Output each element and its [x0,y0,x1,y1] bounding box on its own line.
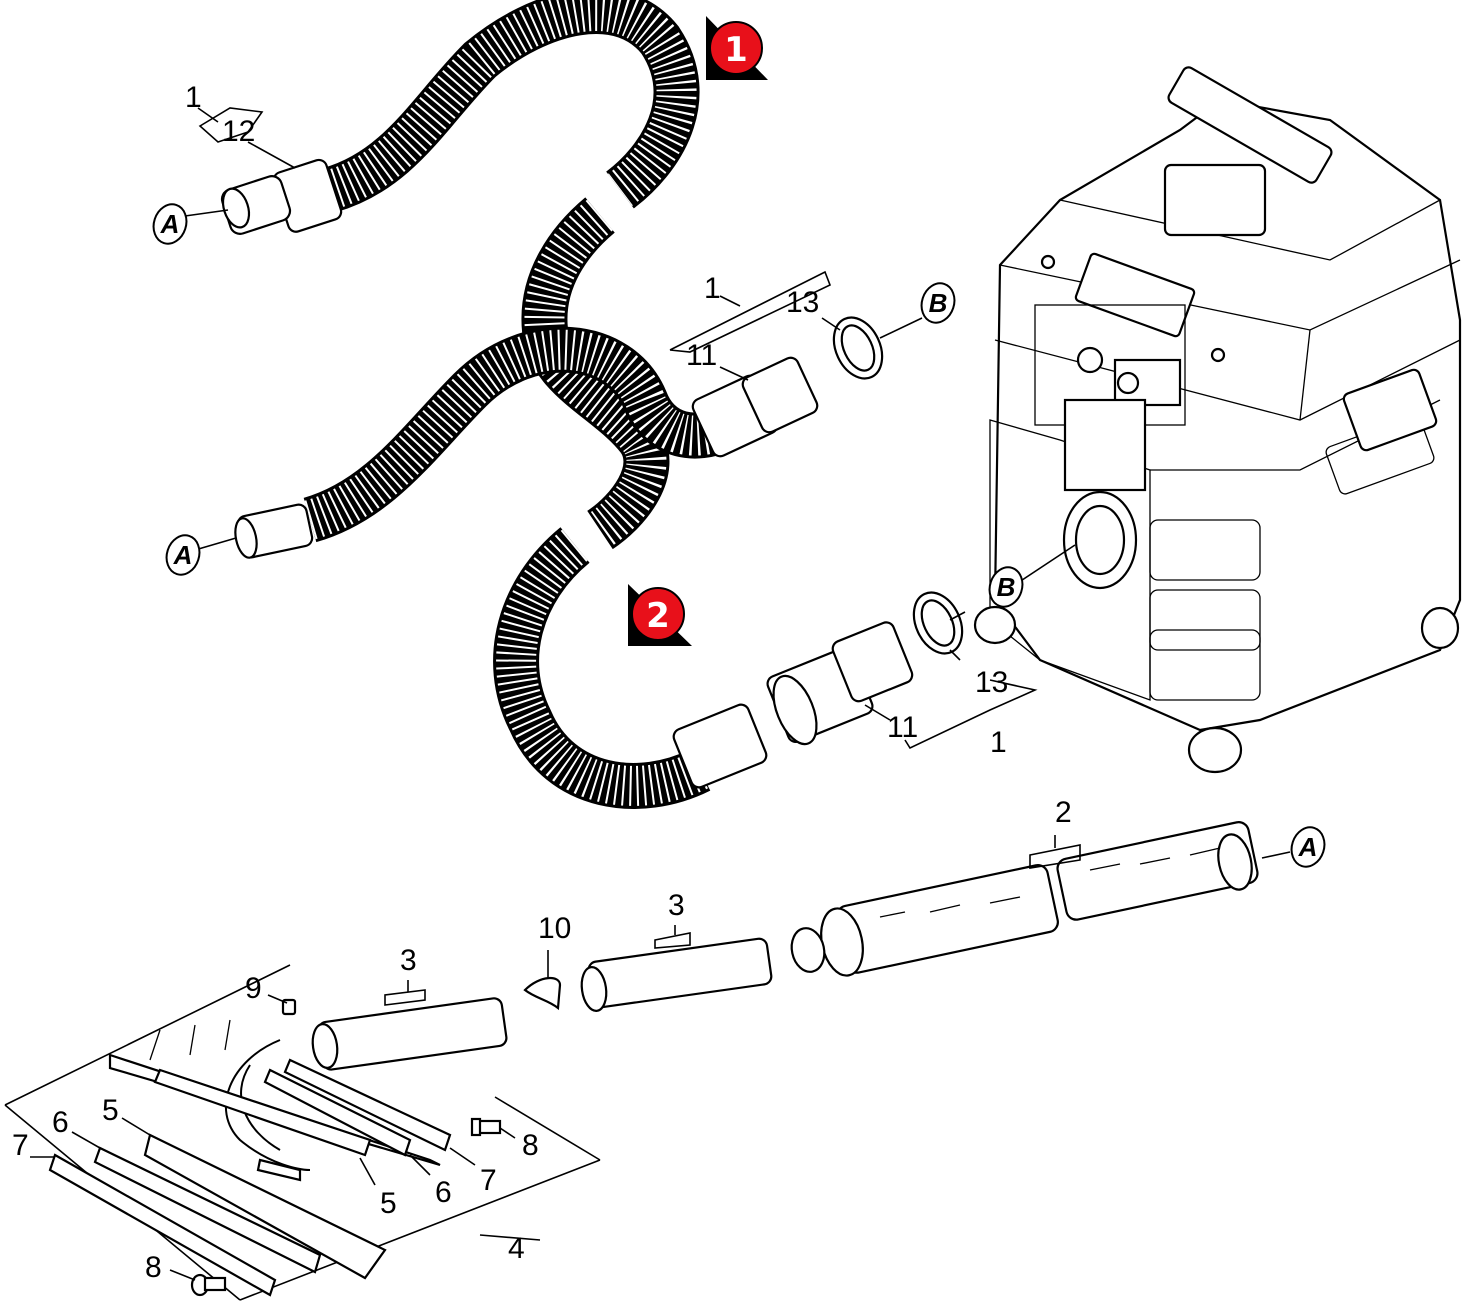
floor-nozzle-set-4 [4,964,601,1301]
suction-tube-2 [790,821,1259,977]
vacuum-machine [973,66,1462,774]
machine-front-panel [1063,398,1147,492]
ref-a-tube: A [1290,826,1326,868]
nozzle-strip-7-right [283,1058,452,1152]
label-hose3-adapter: 11 [887,711,918,744]
nozzle-strip-6-left [93,1146,322,1274]
nozzle-strip-7-left [48,1153,277,1297]
svg-text:2: 2 [646,596,670,636]
svg-text:A: A [1298,832,1318,862]
machine-wheel-back [1420,606,1460,650]
svg-text:A: A [173,540,193,570]
label-tube-ext-b: 3 [400,944,417,977]
machine-control-panel [1074,252,1196,338]
label-strip7-left: 7 [12,1129,29,1162]
label-clip: 10 [538,912,571,945]
ref-a-hose-2: A [165,534,201,576]
label-strip7-right: 7 [480,1164,497,1197]
label-screw8-bottom: 8 [145,1251,162,1284]
label-strip5-right: 5 [380,1187,397,1220]
svg-text:A: A [160,209,180,239]
extension-tube-3-right [580,937,773,1012]
svg-text:B: B [997,572,1016,602]
leader-lines [30,107,1291,1281]
cap-screw-9 [281,998,297,1016]
hose-1 [220,0,700,550]
label-hose2-group: 1 [704,272,721,305]
label-hose3-group: 1 [990,726,1007,759]
ref-b-hose-2: B [920,282,956,324]
screw-8-bottom [190,1273,227,1297]
machine-switch-knob [1076,346,1104,374]
label-hose3-ring: 13 [975,666,1008,699]
label-hose2-adapter: 11 [686,339,717,372]
machine-side-clip [1342,368,1438,452]
label-screw8-right: 8 [522,1129,539,1162]
hose-3 [493,527,964,809]
svg-text:1: 1 [724,30,748,70]
machine-wheel-front [1187,726,1243,774]
machine-handle [1167,66,1333,184]
extension-tube-3-left [311,997,508,1071]
label-hose2-ring: 13 [786,286,819,319]
label-nozzle-set: 4 [508,1232,525,1265]
label-cap-screw: 9 [245,972,262,1005]
screw-8-right [470,1117,502,1137]
badge-2: 2 [628,584,692,646]
nozzle-strip-6-right [263,1068,412,1157]
suction-tube-2-upper-coupling [1217,833,1253,891]
label-tube-main: 2 [1055,796,1072,829]
hose-2 [234,316,884,559]
badge-1: 1 [706,16,768,80]
ref-b-machine: B [988,566,1024,608]
nozzle-strip-5-left [143,1133,387,1280]
machine-lid-latch [1163,163,1267,237]
ref-a-hose-1: A [152,203,188,245]
svg-text:B: B [929,288,948,318]
label-strip6-right: 6 [435,1176,452,1209]
clip-10 [523,977,562,1011]
label-hose1-part: 12 [222,115,255,148]
label-hose1-group: 1 [185,81,202,114]
label-tube-ext-a: 3 [668,889,685,922]
label-strip5-left: 5 [102,1094,119,1127]
label-strip6-left: 6 [52,1106,69,1139]
hose-3-cuff [672,703,768,789]
